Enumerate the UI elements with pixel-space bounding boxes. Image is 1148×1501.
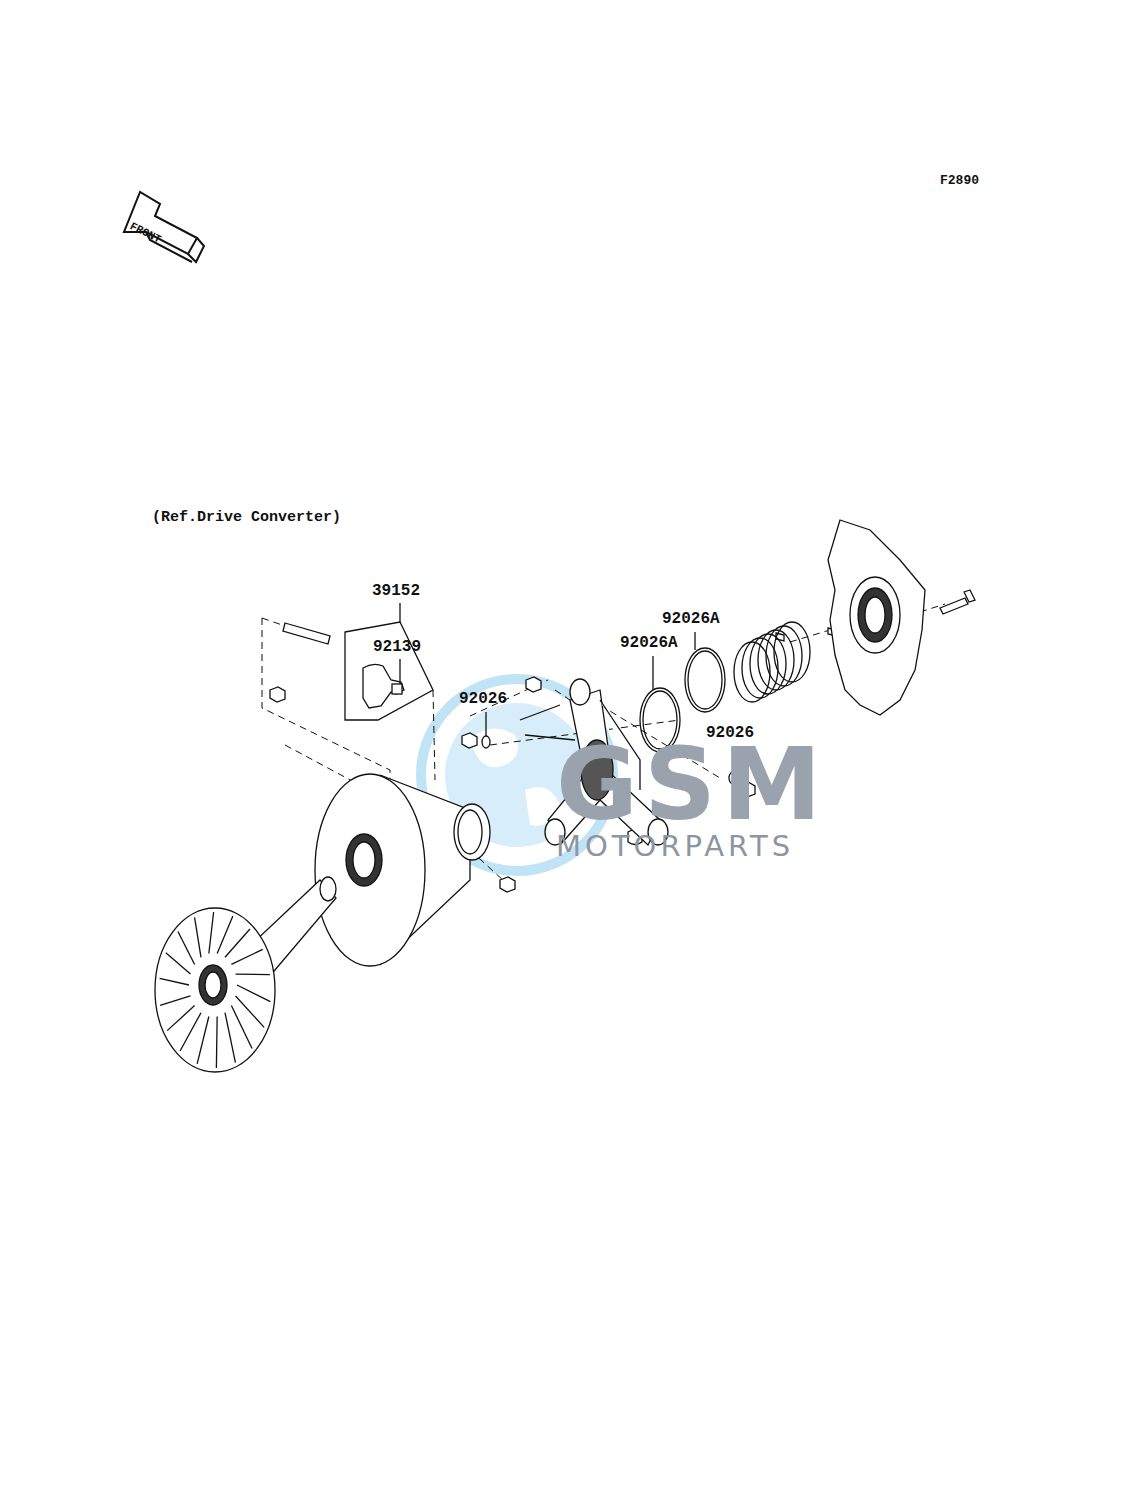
spring-coil [774,622,810,682]
watermark: GSM [556,735,828,835]
fan-fin [160,978,189,985]
front-arrow-icon [124,192,204,262]
callout-number: 92026 [459,691,507,707]
fan-fin [166,953,191,974]
spring-coil [766,626,802,686]
callout-number: 92026A [620,635,678,651]
fan-fin [225,929,250,957]
watermark: MOTORPARTS [556,832,794,861]
figure-number: F2890 [940,174,979,187]
movable-sheave [315,774,490,966]
fan-fin [216,1017,218,1068]
small-parts [270,623,836,892]
fan-fin [167,1006,194,1031]
fan-fin [231,949,262,964]
fan-fin [178,931,195,964]
fan-fin [197,1017,209,1064]
fan-fin [236,973,270,975]
weight-kit-bracket [345,603,433,720]
fan-fin [209,912,214,953]
fixed-sheave-fan [155,877,336,1072]
spring [734,622,810,702]
bolt [940,590,975,614]
callout-number: 39152 [372,583,420,599]
fan-fin [195,917,201,957]
fan-fin [217,916,233,953]
fan-fin [225,1013,235,1063]
callout-number: 92139 [373,639,421,655]
cover-plate [828,520,925,715]
fan-fin [237,985,270,1002]
fan-fin [160,996,190,1005]
fan-fin [231,1006,252,1049]
reference-note: (Ref.Drive Converter) [152,510,341,525]
fan-fin [180,1013,201,1051]
callout-number: 92026A [662,611,720,627]
